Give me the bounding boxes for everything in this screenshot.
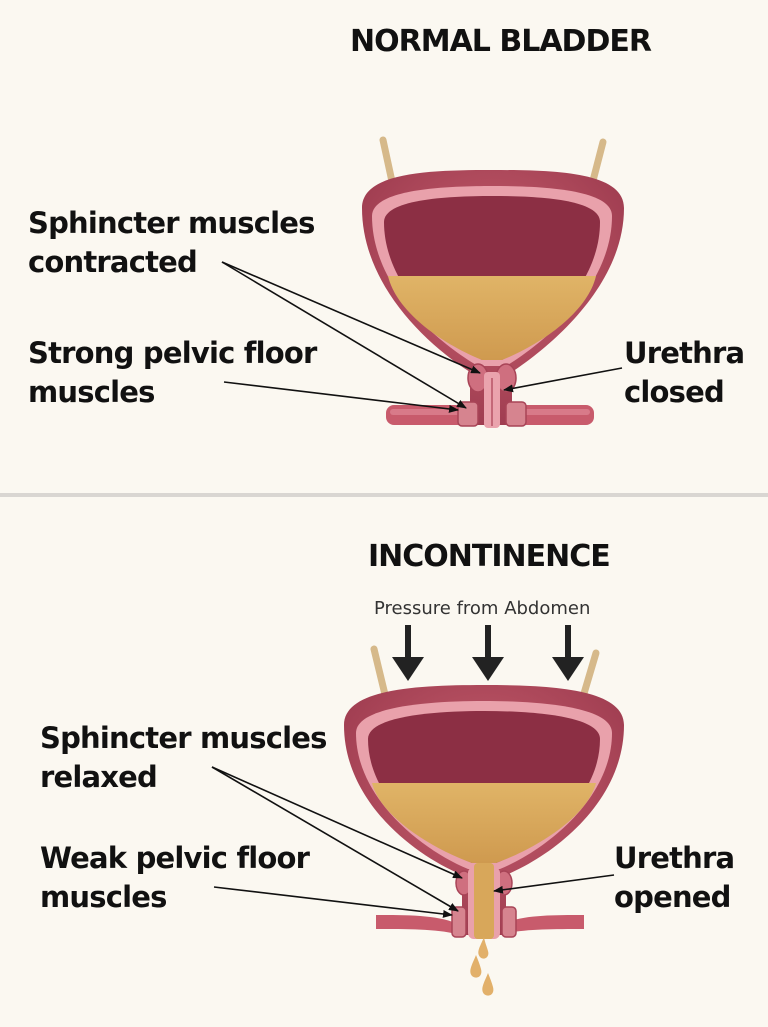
pressure-arrow-right (552, 625, 584, 681)
sphincter-relaxed-label: Sphincter muscles relaxed (40, 721, 327, 794)
panel-divider (0, 493, 768, 497)
urine (372, 783, 596, 863)
urine (388, 276, 596, 360)
pressure-label: Pressure from Abdomen (374, 598, 591, 619)
pointer-sphincter-lower (211, 766, 459, 912)
pointer-sphincter-upper (211, 766, 463, 879)
incontinence-title: INCONTINENCE (368, 539, 611, 574)
pointer-sphincter-lower (221, 261, 467, 409)
normal-bladder-illustration (221, 136, 624, 428)
pelvic-floor-muscle-weak (376, 915, 584, 935)
pointer-urethra (503, 367, 623, 393)
urine-drop-2 (470, 955, 482, 978)
pointer-pelvic-floor (223, 381, 459, 413)
pointer-sphincter-upper (221, 261, 481, 374)
normal-bladder-title: NORMAL BLADDER (350, 24, 652, 59)
pointer-pelvic-floor (213, 886, 453, 918)
urethra-opened-label: Urethra opened (614, 841, 735, 914)
pressure-arrow-center (472, 625, 504, 681)
pointer-urethra (493, 874, 615, 894)
pressure-arrow-left (392, 625, 424, 681)
external-sphincter-left (451, 906, 467, 938)
urethra-closed-label: Urethra closed (624, 336, 745, 409)
strong-pelvic-floor-label: Strong pelvic floor muscles (28, 336, 317, 409)
urine-drop-1 (478, 937, 489, 959)
incontinence-panel: INCONTINENCE Pressure from Abdomen Sphin… (0, 497, 768, 1027)
incontinence-illustration (211, 625, 624, 996)
normal-bladder-panel: NORMAL BLADDER Sphincter muscles contrac… (0, 0, 768, 494)
urine-drop-3 (482, 973, 494, 996)
weak-pelvic-floor-label: Weak pelvic floor muscles (40, 841, 310, 914)
external-sphincter-right (501, 906, 517, 938)
external-sphincter-right (505, 401, 527, 427)
sphincter-contracted-label: Sphincter muscles contracted (28, 206, 315, 279)
urine-in-urethra (474, 863, 494, 939)
